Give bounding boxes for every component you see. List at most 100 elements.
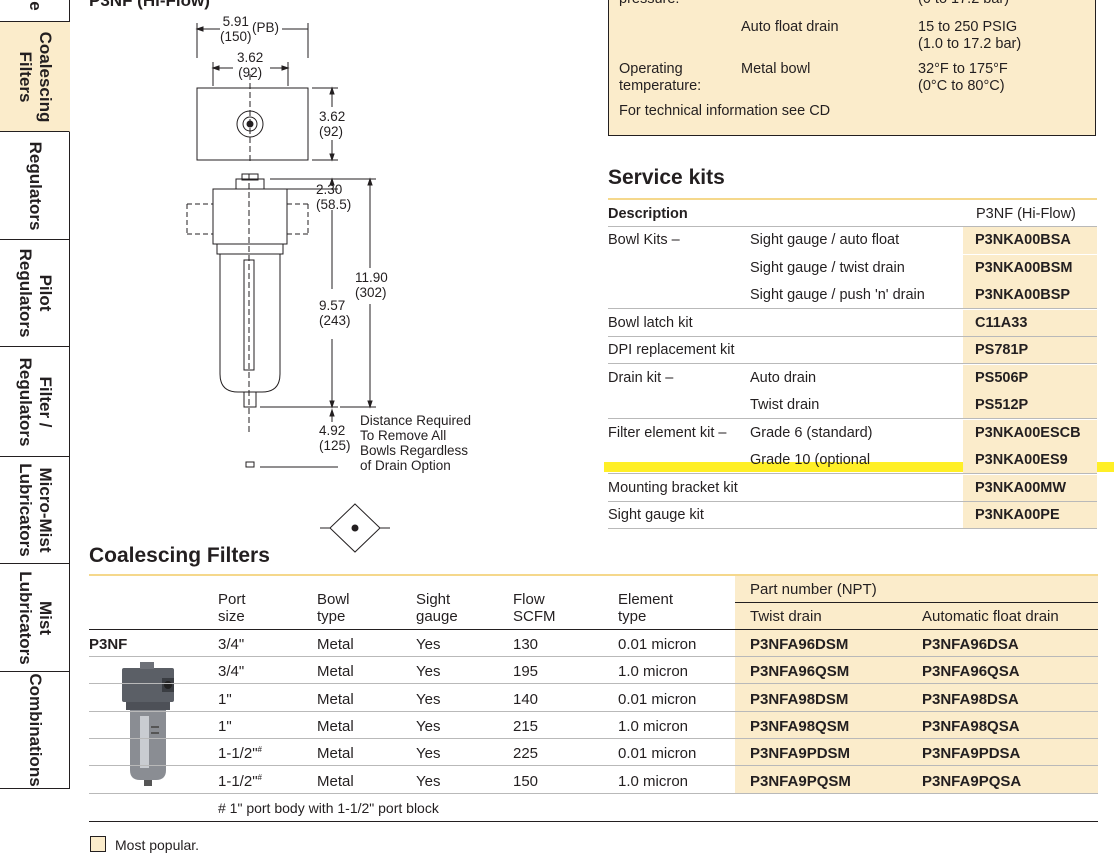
tab-mist-lubricators[interactable]: Mist Lubricators: [0, 564, 70, 672]
kit-part-number: P3NKA00BSM: [975, 259, 1073, 276]
element-type: 0.01 micron: [618, 690, 697, 708]
port-size: 1": [218, 691, 232, 708]
spec-temperature-value: 32°F to 175°F (0°C to 80°C): [918, 61, 1008, 94]
kit-part-number: P3NKA00MW: [975, 479, 1067, 496]
kit-part-cell: PS506P: [963, 364, 1097, 392]
tab-label: Combinations: [25, 673, 45, 787]
sight-gauge: Yes: [416, 690, 441, 708]
kit-description: Bowl latch kit: [608, 314, 693, 331]
section-tabs: e Coalescing Filters Regulators Pilot Re…: [0, 0, 71, 789]
dim-body-height: 3.62 (92): [319, 109, 346, 139]
header-element-type: Element type: [618, 591, 674, 625]
spec-temperature-label: Operating temperature:: [619, 61, 702, 94]
kit-part-cell: PS512P: [963, 392, 1097, 418]
kit-part-cell: C11A33: [963, 309, 1097, 336]
dim-removal-note: Distance Required To Remove All Bowls Re…: [360, 413, 472, 473]
kit-part-number: P3NKA00ESCB: [975, 424, 1081, 441]
most-popular-swatch: [90, 836, 106, 852]
auto-drain-part: P3NFA96DSA: [922, 636, 1019, 653]
auto-drain-part: P3NFA96QSA: [922, 663, 1020, 681]
dim-bowl-height: 9.57 (243): [319, 298, 351, 328]
tab-pilot-regulators[interactable]: Pilot Regulators: [0, 240, 70, 347]
kit-part-number: P3NKA00PE: [975, 507, 1060, 523]
spec-note: For technical information see CD: [619, 103, 831, 119]
flow-scfm: 130: [513, 636, 539, 653]
tab-regulators[interactable]: Regulators: [0, 132, 70, 240]
kit-part-number: PS781P: [975, 342, 1029, 358]
port-size: 1-1/2"#: [218, 745, 262, 762]
header-bowl-type: Bowl type: [317, 591, 350, 625]
spec-pressure-metal-value: (0 to 17.2 bar): [918, 0, 1009, 8]
flow-scfm: 215: [513, 717, 539, 735]
spec-auto-float-value: 15 to 250 PSIG (1.0 to 17.2 bar): [918, 19, 1022, 52]
service-kit-row: Bowl latch kit C11A33: [608, 309, 1097, 337]
tab-filter-regulators[interactable]: Filter / Regulators: [0, 347, 70, 457]
spec-temperature-bowl: Metal bowl: [741, 61, 811, 77]
kit-variant: Sight gauge / twist drain: [750, 259, 905, 276]
service-kits-top-rule: [608, 198, 1097, 200]
specifications-box: pressure: (0 to 17.2 bar) Auto float dra…: [608, 0, 1096, 136]
bowl-type: Metal: [317, 772, 354, 790]
flow-scfm: 225: [513, 745, 539, 763]
part-number-shade: [735, 576, 1098, 794]
header-port-size: Port size: [218, 591, 246, 625]
port-size: 1": [218, 718, 232, 735]
element-type: 0.01 micron: [618, 745, 697, 763]
kit-variant: Auto drain: [750, 369, 817, 386]
footnote-mark: #: [257, 772, 262, 782]
dim-pb: (PB): [252, 20, 279, 35]
footnote: # 1" port body with 1-1/2" port block: [218, 800, 439, 816]
twist-drain-part: P3NFA96QSM: [750, 663, 850, 681]
kit-part-number: P3NKA00ES9: [975, 452, 1068, 468]
header-sight-gauge: Sight gauge: [416, 591, 458, 625]
twist-drain-part: P3NFA98DSM: [750, 690, 849, 708]
kit-description: DPI replacement kit: [608, 342, 735, 358]
header-auto-drain: Automatic float drain: [922, 608, 1059, 625]
port-size: 3/4": [218, 636, 244, 653]
sight-gauge: Yes: [416, 717, 441, 735]
twist-drain-part: P3NFA96DSM: [750, 636, 849, 653]
dim-body-width: 3.62 (92): [237, 50, 264, 80]
coalescing-top-rule: [89, 574, 1098, 576]
dim-total-height: 11.90 (302): [355, 270, 388, 300]
tab-combinations[interactable]: Combinations: [0, 672, 70, 789]
kit-part-cell: P3NKA00BSM: [963, 254, 1097, 282]
tab-previous[interactable]: e: [0, 0, 70, 22]
kit-description: Drain kit –: [608, 369, 674, 386]
service-kit-row: Sight gauge / twist drain P3NKA00BSM: [608, 254, 1097, 282]
bowl-type: Metal: [317, 636, 354, 653]
twist-drain-part: P3NFA9PDSM: [750, 745, 851, 763]
auto-drain-part: P3NFA9PQSA: [922, 772, 1022, 790]
kit-part-cell: P3NKA00PE: [963, 502, 1097, 528]
header-part-number: Part number (NPT): [750, 581, 877, 598]
flow-scfm: 140: [513, 690, 539, 708]
kit-variant: Sight gauge / auto float: [750, 232, 900, 248]
legend-text: Most popular.: [115, 837, 200, 853]
tab-coalescing-filters[interactable]: Coalescing Filters: [0, 22, 70, 132]
flow-scfm: 195: [513, 663, 539, 681]
header-twist-drain: Twist drain: [750, 608, 822, 625]
kit-part-cell: P3NKA00ES9: [963, 447, 1097, 473]
tab-label: Pilot Regulators: [15, 248, 55, 338]
dim-top-height: 2.30 (58.5): [316, 182, 352, 212]
flow-scfm: 150: [513, 772, 539, 790]
tab-micro-mist-lubricators[interactable]: Micro-Mist Lubricators: [0, 457, 70, 564]
port-size-value: 1-1/2": [218, 772, 258, 790]
part-number-rule: [735, 602, 1098, 603]
element-type: 0.01 micron: [618, 636, 697, 653]
kit-part-number: P3NKA00BSA: [975, 232, 1071, 248]
footnote-mark: #: [257, 745, 262, 755]
filter-symbol-icon: [320, 503, 390, 553]
spec-pressure-label: pressure:: [619, 0, 679, 8]
kit-part-cell: PS781P: [963, 337, 1097, 363]
header-flow-scfm: Flow SCFM: [513, 591, 556, 625]
auto-drain-part: P3NFA98DSA: [922, 690, 1019, 708]
